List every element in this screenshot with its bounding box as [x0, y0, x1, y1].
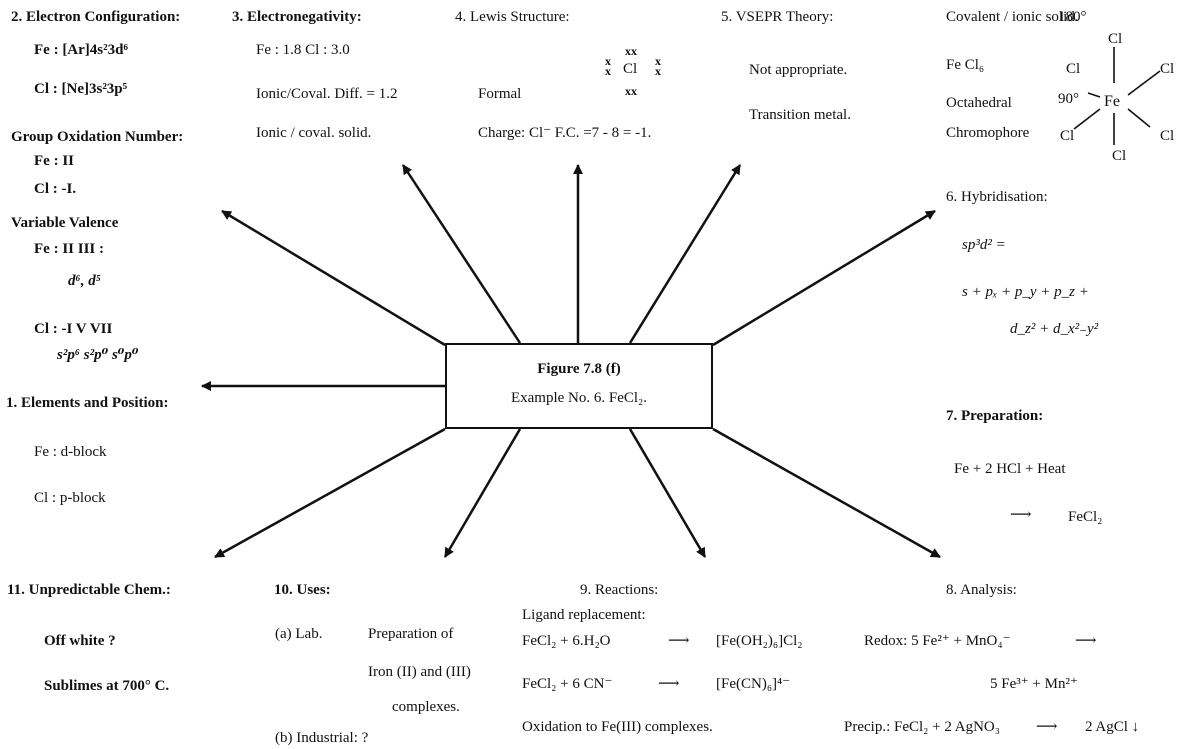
s2-fe-variable: Fe : II III : [34, 241, 104, 257]
s4-left-x: x x [605, 54, 611, 78]
s10-a-text3: complexes. [392, 699, 460, 715]
s8-redox2: 5 Fe³⁺ + Mn²⁺ [990, 676, 1078, 692]
s11-heading: 11. Unpredictable Chem.: [7, 582, 171, 598]
ligand-bottom: Cl [1112, 148, 1127, 164]
ligand-right: Cl [1160, 61, 1175, 77]
s5-line1: Not appropriate. [749, 62, 848, 78]
s8-precip-left: Precip.: FeCl₂ + 2 AgNO₃ [844, 719, 1000, 735]
s11-line1: Off white ? [44, 633, 116, 649]
angle-90: 90° [1058, 91, 1079, 107]
s10-a-label: (a) Lab. [275, 626, 323, 642]
s2-cl-ox: Cl : -I. [34, 181, 77, 197]
solid-heading: Covalent / ionic solid. [946, 9, 1079, 25]
s8-heading: 8. Analysis: [946, 582, 1017, 598]
s7-product: FeCl₂ [1068, 509, 1103, 525]
s4-right-x: x x [655, 54, 661, 78]
center-subtitle: Example No. 6. FeCl₂. [510, 390, 648, 406]
ligand-left: Cl [1066, 61, 1081, 77]
arrow-to-reactions [628, 428, 707, 558]
s9-r1-left: FeCl₂ + 6.H₂O [522, 633, 611, 649]
s9-heading: 9. Reactions: [580, 582, 659, 598]
arrow-to-electronegativity [401, 164, 522, 344]
s2-group-ox-heading: Group Oxidation Number: [11, 129, 184, 145]
s2-cl-variable-config: s²p⁶ s²p⁰ s⁰p⁰ [57, 347, 139, 363]
s1-fe: Fe : d-block [34, 444, 107, 460]
solid-shape: Octahedral [946, 95, 1012, 111]
s4-formal: Formal [478, 86, 522, 102]
octahedral-diagram [1073, 47, 1161, 145]
arrow-to-uses [443, 428, 522, 558]
s2-cl-config: Cl : [Ne]3s²3p⁵ [34, 81, 128, 97]
s9-ligand: Ligand replacement: [522, 607, 646, 623]
s2-cl-variable: Cl : -I V VII [34, 321, 113, 337]
s3-solid: Ionic / coval. solid. [256, 125, 372, 141]
s4-atom: Cl [623, 61, 638, 77]
s9-r1-right: [Fe(OH₂)₆]Cl₂ [716, 633, 803, 649]
s3-heading: 3. Electronegativity: [232, 9, 362, 25]
arrow-to-analysis [712, 427, 941, 559]
ligand-top: Cl [1108, 31, 1123, 47]
s4-heading: 4. Lewis Structure: [455, 9, 570, 25]
s8-redox: Redox: 5 Fe²⁺ + MnO₄⁻ [864, 633, 1011, 649]
s3-values: Fe : 1.8 Cl : 3.0 [256, 42, 350, 58]
s9-r1-arrow: ⟶ [668, 633, 690, 649]
s8-precip-right: 2 AgCl ↓ [1085, 719, 1140, 735]
solid-chromophore: Chromophore [946, 125, 1030, 141]
s1-cl: Cl : p-block [34, 490, 106, 506]
s9-r2-left: FeCl₂ + 6 CN⁻ [522, 676, 613, 692]
s2-fe-config: Fe : [Ar]4s²3d⁶ [34, 42, 128, 58]
arrow-to-variable-valence [221, 209, 446, 347]
s6-line2: d_z² + d_x²₋y² [1010, 321, 1099, 337]
angle-180: 180° [1058, 9, 1087, 25]
center-title: Figure 7.8 (f) [537, 361, 621, 377]
s4-charge: Charge: Cl⁻ F.C. =7 - 8 = -1. [478, 125, 652, 141]
center-atom-fe: Fe [1104, 93, 1120, 110]
arrow-to-unpredictable [214, 427, 446, 559]
s8-precip-arrow: ⟶ [1036, 719, 1058, 735]
ligand-lower-left: Cl [1060, 128, 1075, 144]
center-box: Figure 7.8 (f) Example No. 6. FeCl₂. [445, 343, 713, 429]
s4-dots-top: xx [625, 44, 637, 58]
s9-r2-arrow: ⟶ [658, 676, 680, 692]
s6-hyb: sp³d² = [962, 237, 1006, 253]
s10-heading: 10. Uses: [274, 582, 331, 598]
s2-heading: 2. Electron Configuration: [11, 9, 181, 25]
s7-arrow: ⟶ [1010, 507, 1032, 523]
s7-line1: Fe + 2 HCl + Heat [954, 461, 1066, 477]
s2-fe-variable-config: d⁶, d⁵ [68, 273, 101, 289]
s10-a-text2: Iron (II) and (III) [368, 664, 471, 680]
s7-heading: 7. Preparation: [946, 408, 1044, 424]
s11-line2: Sublimes at 700° C. [44, 678, 170, 694]
arrow-to-hybridisation [712, 209, 936, 347]
s8-redox-arrow: ⟶ [1075, 633, 1097, 649]
s5-line2: Transition metal. [749, 107, 851, 123]
s3-diff: Ionic/Coval. Diff. = 1.2 [256, 86, 398, 102]
ligand-lower-right: Cl [1160, 128, 1175, 144]
s10-b: (b) Industrial: ? [275, 730, 369, 746]
s9-oxidation: Oxidation to Fe(III) complexes. [522, 719, 713, 735]
s2-variable-heading: Variable Valence [11, 215, 119, 231]
s1-heading: 1. Elements and Position: [6, 395, 169, 411]
solid-formula: Fe Cl₆ [946, 57, 985, 73]
s10-a-text1: Preparation of [368, 626, 454, 642]
s6-heading: 6. Hybridisation: [946, 189, 1048, 205]
s4-dots-bottom: xx [625, 84, 637, 98]
s9-r2-right: [Fe(CN)₆]⁴⁻ [716, 676, 791, 692]
s6-line1: s + pₓ + p_y + p_z + [962, 284, 1089, 300]
s2-fe-ox: Fe : II [34, 153, 74, 169]
s5-heading: 5. VSEPR Theory: [721, 9, 834, 25]
arrow-to-vsepr [628, 164, 742, 344]
